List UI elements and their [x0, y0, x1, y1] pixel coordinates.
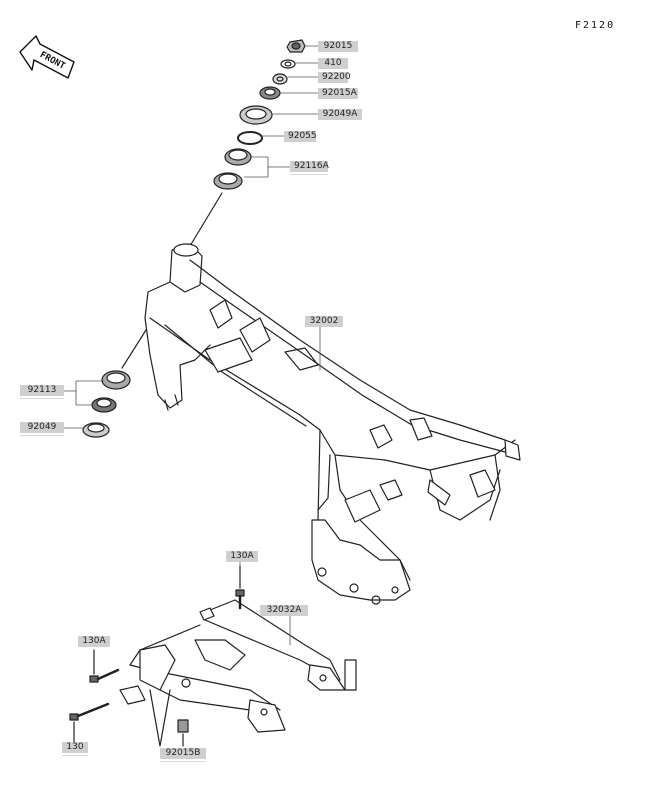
part-label-92200: 92200: [318, 72, 351, 83]
bolt-130a-top-icon: [235, 565, 245, 610]
seal-92049a-icon: [239, 105, 273, 125]
main-frame-32002: [144, 243, 521, 605]
steering-stem-bearing-stack: [189, 39, 306, 247]
seal-92049-icon: [82, 422, 110, 438]
oring-92055-icon: [237, 131, 263, 145]
part-label-92049a: 92049A: [318, 109, 362, 120]
part-label-92015: 92015: [318, 41, 358, 52]
part-label-410: 410: [318, 58, 348, 69]
part-label-32032a: 32032A: [260, 605, 308, 616]
bolt-130a-left-icon: [89, 649, 120, 683]
label-leaders: [63, 45, 321, 646]
part-label-92113: 92113: [20, 385, 64, 396]
part-label-92015a: 92015A: [318, 88, 358, 99]
nut-92015-icon: [286, 39, 306, 53]
bearing-92116a-upper-icon: [224, 148, 252, 166]
part-label-130a-left: 130A: [78, 636, 110, 647]
part-label-92116a: 92116A: [290, 161, 329, 172]
part-label-32002: 32002: [305, 316, 343, 327]
page-code: F2120: [575, 20, 616, 31]
sub-frame-32032a: [119, 599, 357, 733]
bearing-92116a-lower-icon: [213, 172, 243, 190]
part-label-92049: 92049: [20, 422, 64, 433]
part-label-92055: 92055: [284, 131, 317, 142]
nut-92015b-icon: [177, 719, 189, 747]
front-arrow-icon: FRONT: [19, 35, 75, 79]
nut-92015a-icon: [259, 86, 281, 100]
part-label-130a-top: 130A: [226, 551, 258, 562]
bearing-92113-upper-icon: [101, 370, 131, 390]
part-label-92015b: 92015B: [160, 748, 206, 759]
bolt-130-icon: [69, 702, 110, 743]
bearing-92113-lower-icon: [91, 397, 117, 413]
lower-bearing-stack: [82, 329, 147, 438]
part-label-130: 130: [62, 742, 88, 753]
washer-410-icon: [280, 59, 296, 69]
lock-washer-92200-icon: [272, 73, 288, 85]
